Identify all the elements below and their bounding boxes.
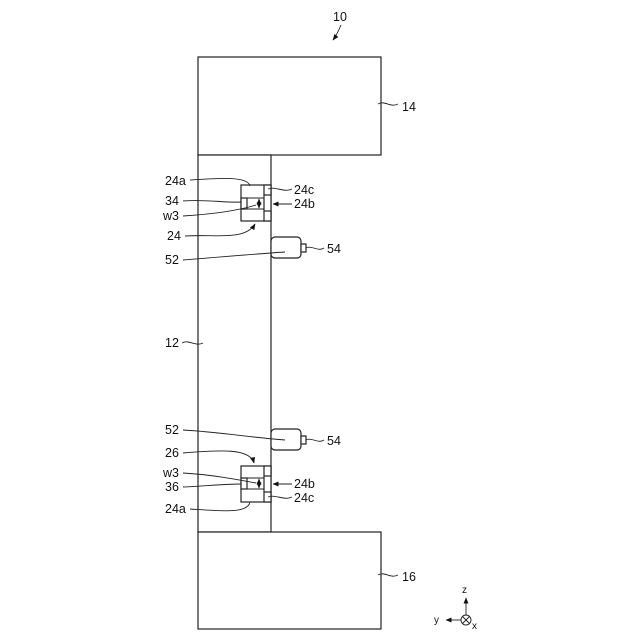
label-lower-24a: 24a: [165, 502, 186, 516]
label-upper-gap: w3: [162, 209, 179, 223]
label-lower-24b: 24b: [294, 477, 315, 491]
label-assembly: 10: [333, 10, 347, 24]
label-lower-54: 54: [327, 434, 341, 448]
leader-lower-54: [306, 439, 324, 441]
leader-upper-54: [306, 247, 324, 249]
label-upper-unit: 24: [167, 229, 181, 243]
label-upper-52: 52: [165, 253, 179, 267]
label-lower-52: 52: [165, 423, 179, 437]
coordinate-axes: z y x: [434, 585, 477, 632]
leader-lower-24c: [268, 496, 292, 498]
lower-sensor-unit: [241, 466, 271, 502]
z-axis-label: z: [462, 585, 467, 596]
label-lower-gap: w3: [162, 466, 179, 480]
lower-sensor-36: [241, 478, 247, 489]
label-upper-sensor: 34: [165, 194, 179, 208]
lower-block: [198, 532, 381, 629]
lower-unit-tab-bottom: [264, 492, 271, 502]
label-lower-24c: 24c: [294, 491, 314, 505]
upper-sensor-unit: [241, 185, 271, 221]
label-upper-24a: 24a: [165, 174, 186, 188]
label-lower-sensor: 36: [165, 480, 179, 494]
lower-unit-tab-top: [264, 466, 271, 476]
x-axis-label: x: [472, 621, 477, 632]
upper-unit-tab-top: [264, 185, 271, 195]
label-upper-24b: 24b: [294, 197, 315, 211]
label-upper-block: 14: [402, 100, 416, 114]
upper-unit-tab-bottom: [264, 211, 271, 221]
upper-pin-tip: [301, 244, 306, 252]
y-axis-label: y: [434, 615, 439, 626]
lower-pin-tip: [301, 436, 306, 444]
label-column: 12: [165, 336, 179, 350]
label-upper-24c: 24c: [294, 183, 314, 197]
upper-pin: [271, 237, 306, 258]
upper-pin-body-52: [271, 237, 301, 258]
upper-block: [198, 57, 381, 155]
label-upper-54: 54: [327, 242, 341, 256]
leader-upper-24c: [268, 188, 292, 190]
label-lower-unit: 26: [165, 446, 179, 460]
leader-assembly: [333, 25, 341, 40]
label-lower-block: 16: [402, 570, 416, 584]
